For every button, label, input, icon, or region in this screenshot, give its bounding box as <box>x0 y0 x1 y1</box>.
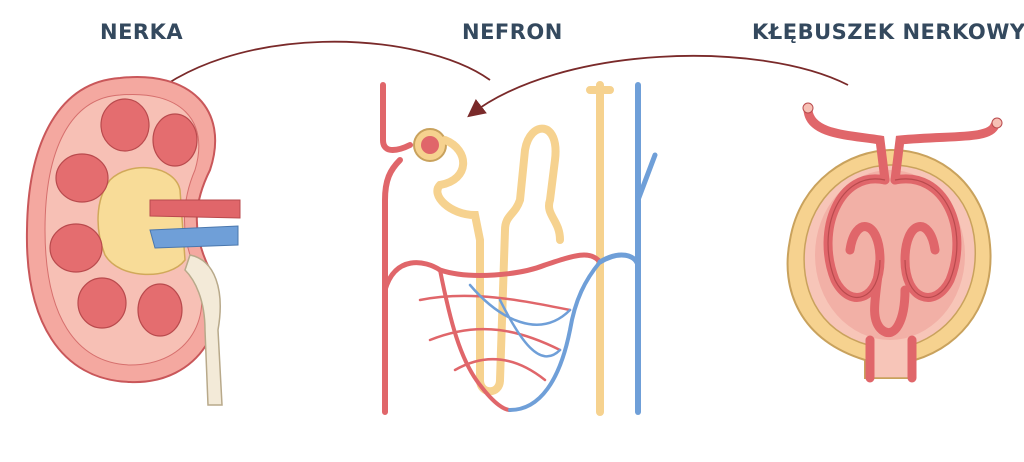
kidney-illustration <box>25 76 241 406</box>
nephron-label: NEFRON <box>462 20 563 44</box>
glomerulus-label: KŁĘBUSZEK NERKOWY <box>752 20 1024 44</box>
arrow-glomerulus-to-nephron <box>467 54 849 118</box>
arrow-nephron-to-kidney <box>137 40 491 108</box>
glomerulus-illustration <box>786 102 1003 383</box>
kidney-label: NERKA <box>100 20 184 44</box>
nephron-illustration <box>380 81 658 416</box>
